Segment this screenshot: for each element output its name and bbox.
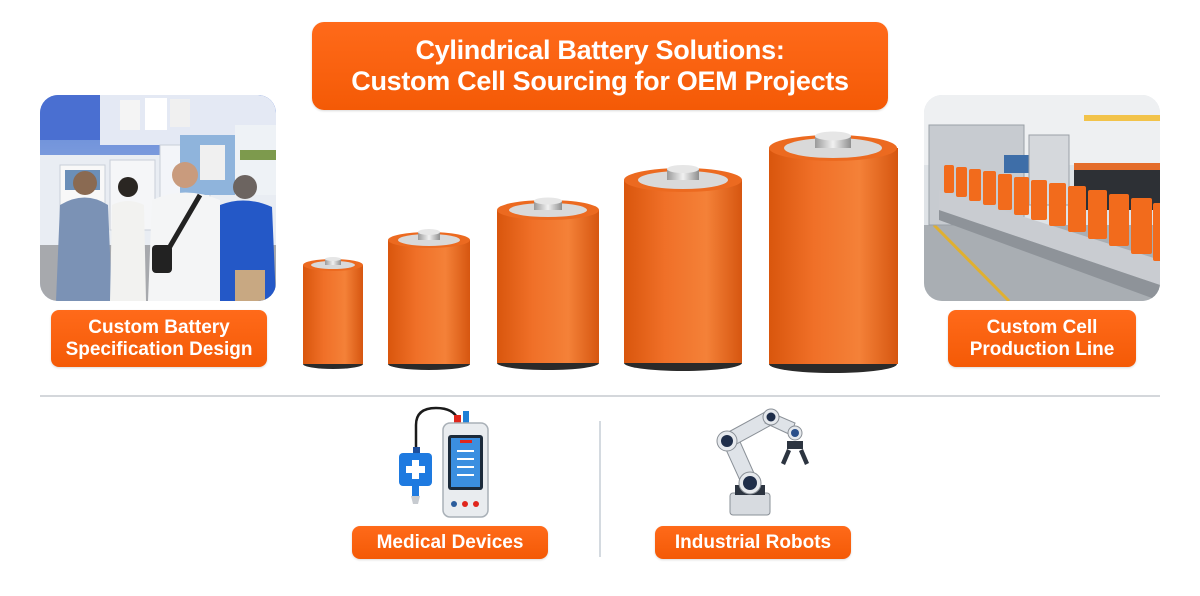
title-line-2: Custom Cell Sourcing for OEM Projects	[351, 66, 849, 96]
industrial-robots-label: Industrial Robots	[655, 526, 851, 559]
cylindrical-battery-icon	[388, 229, 470, 370]
page-title: Cylindrical Battery Solutions: Custom Ce…	[312, 22, 888, 110]
custom-cell-production-label: Custom Cell Production Line	[948, 310, 1136, 367]
cylindrical-battery-icon	[303, 257, 363, 369]
vertical-divider	[599, 421, 601, 557]
trade-show-booth-image	[40, 95, 276, 301]
horizontal-divider	[40, 395, 1160, 397]
production-line-photo	[924, 95, 1160, 301]
cylindrical-battery-icon	[624, 165, 742, 371]
cylindrical-battery-icon	[497, 197, 599, 370]
custom-battery-spec-label: Custom Battery Specification Design	[51, 310, 267, 367]
battery-row	[303, 131, 898, 373]
production-line-image	[924, 95, 1160, 301]
medical-device-icon	[399, 406, 489, 518]
cylindrical-battery-icon	[769, 131, 898, 373]
trade-show-photo	[40, 95, 276, 301]
medical-devices-label: Medical Devices	[352, 526, 548, 559]
title-line-1: Cylindrical Battery Solutions:	[415, 34, 785, 65]
robot-arm-icon	[716, 408, 809, 516]
